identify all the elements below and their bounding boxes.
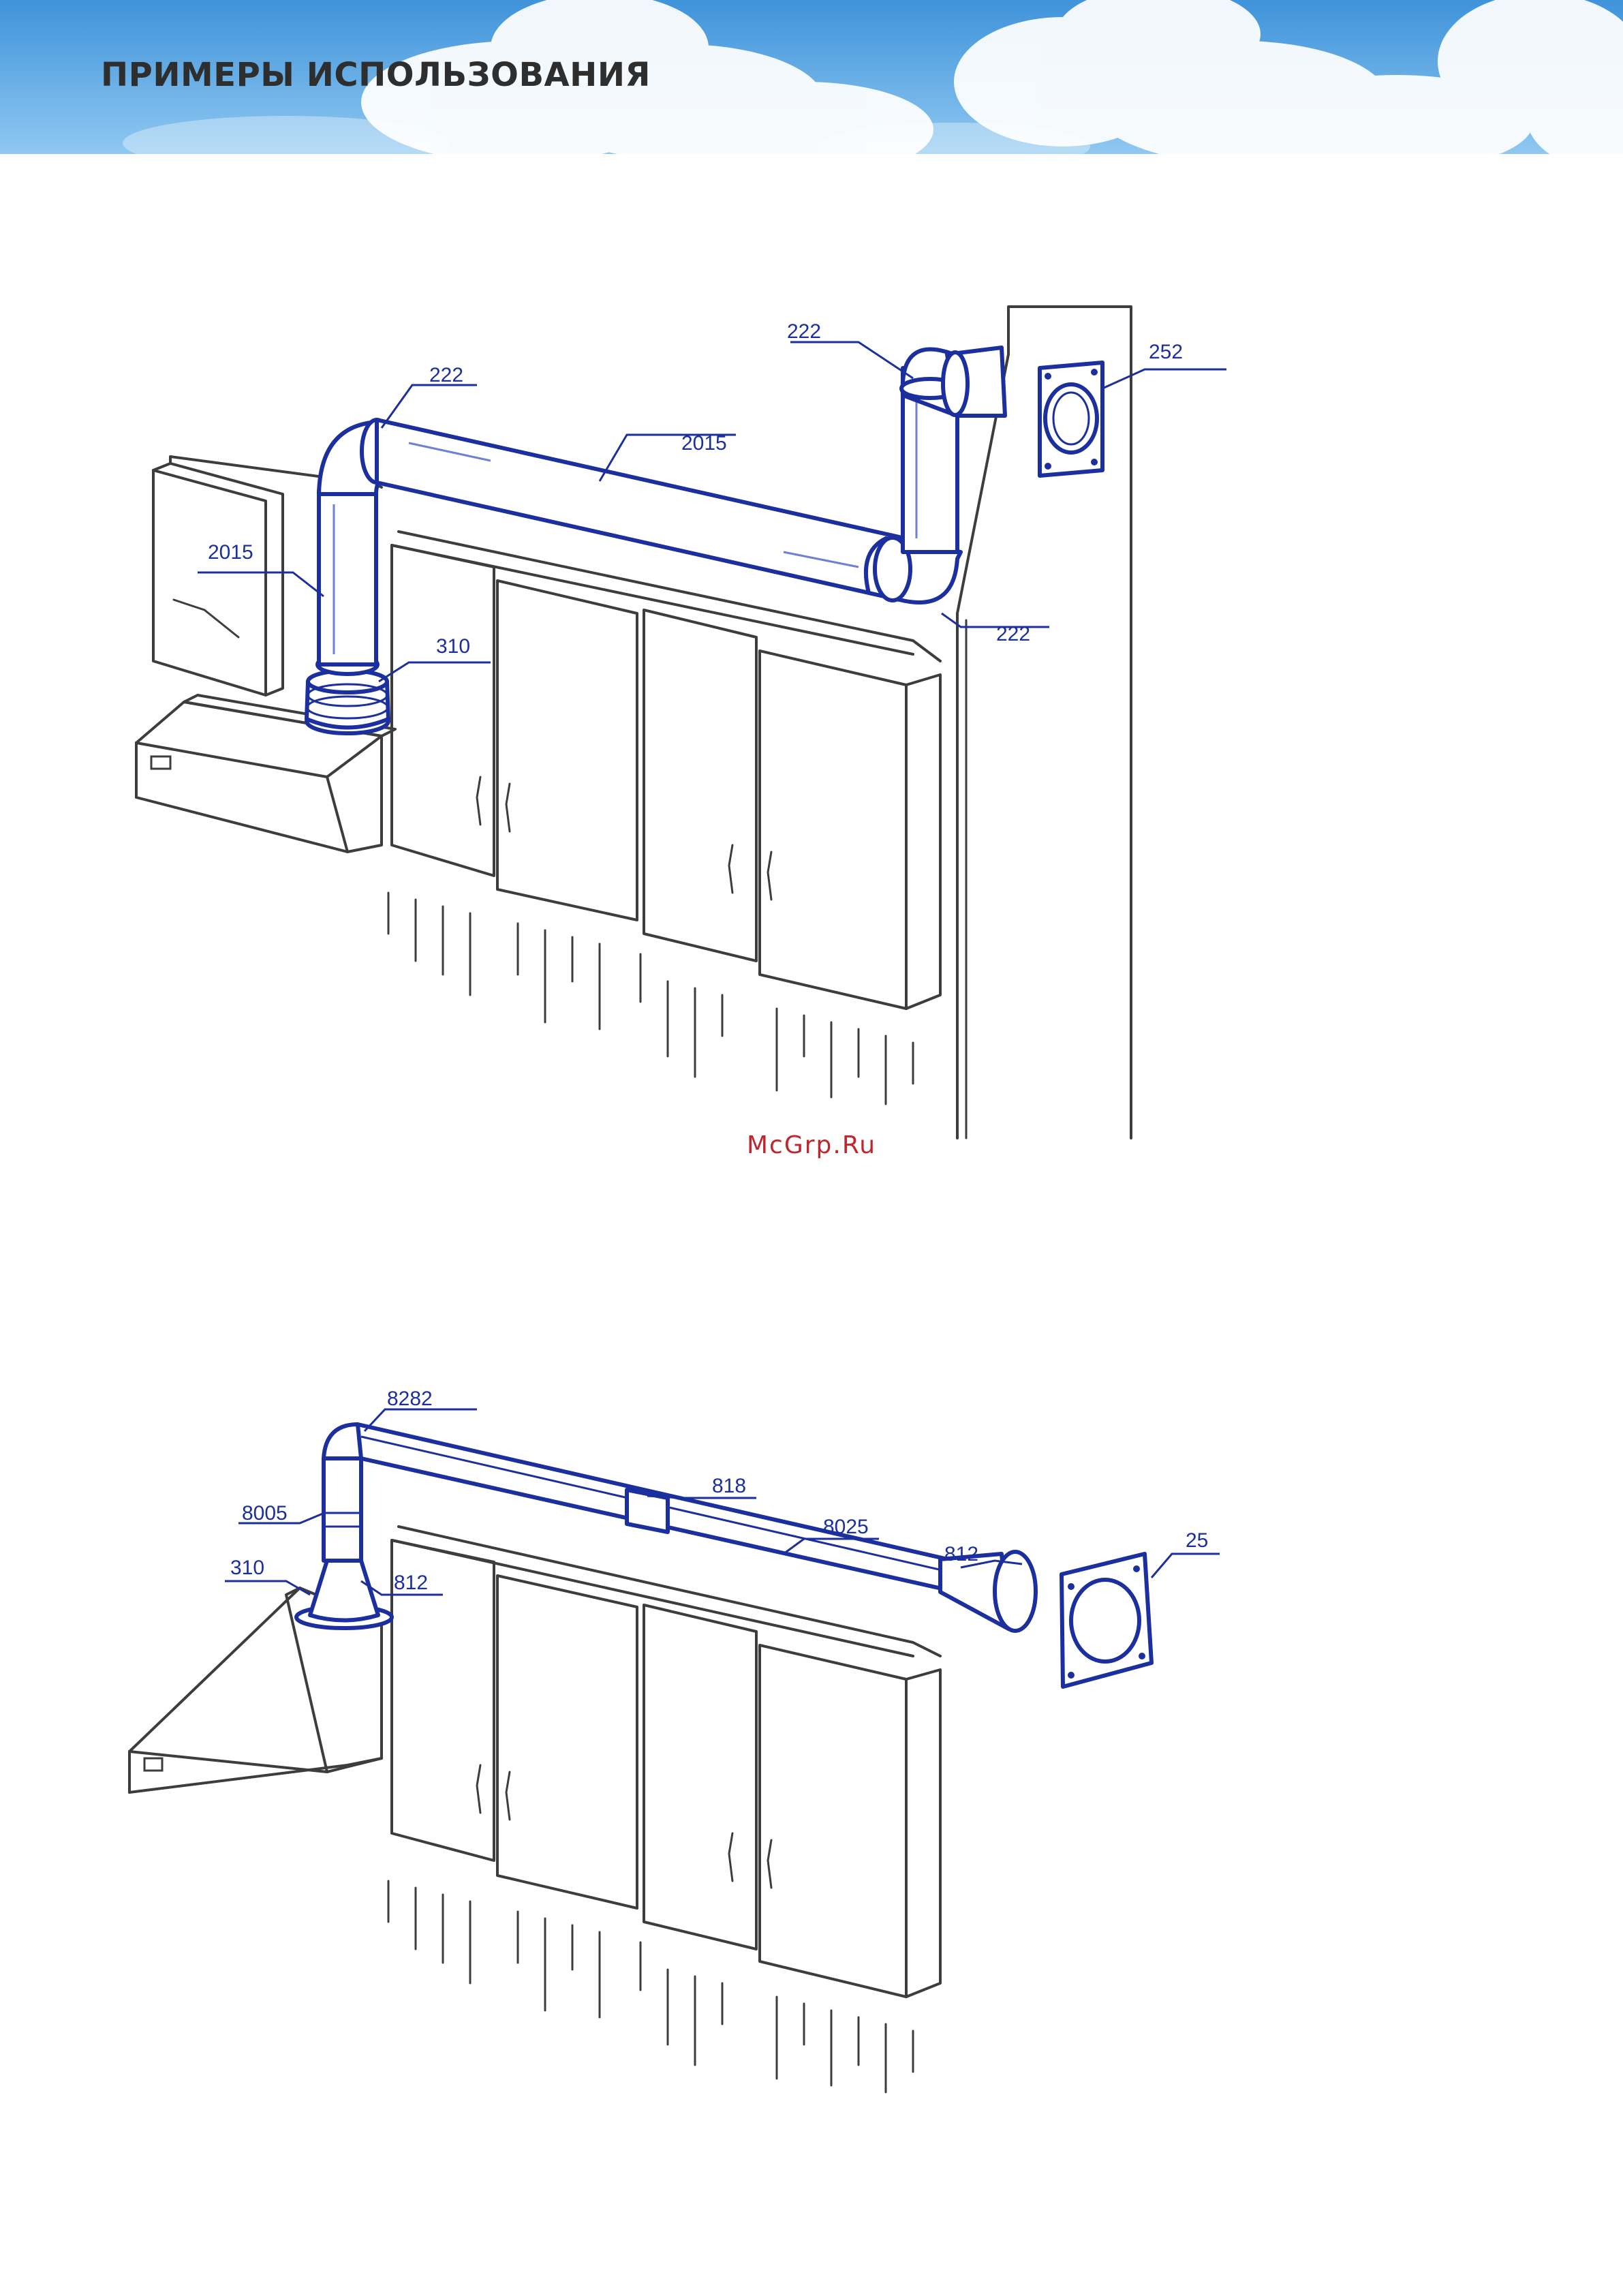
- wall-cabinets: [388, 532, 940, 1104]
- label-horizontal-duct: 8025: [823, 1516, 869, 1538]
- header-banner: ПРИМЕРЫ ИСПОЛЬЗОВАНИЯ: [0, 0, 1623, 154]
- diagram-round-duct-installation: 222 222 222 252 2015 2015 310: [0, 259, 1623, 1159]
- label-adapter: 310: [436, 635, 470, 658]
- label-elbow-top-right: 222: [787, 320, 821, 343]
- round-duct-system: [307, 348, 1005, 733]
- label-connector: 818: [712, 1475, 746, 1497]
- label-elbow: 8282: [387, 1388, 433, 1410]
- label-adapter-right: 812: [944, 1543, 978, 1565]
- label-elbow-bottom-right: 222: [996, 623, 1030, 645]
- wall-cabinets: [388, 1527, 940, 2092]
- wall-plate-25: [1062, 1554, 1151, 1687]
- label-wall-plate: 252: [1149, 341, 1183, 363]
- watermark: McGrp.Ru: [747, 1131, 876, 1159]
- label-elbow-left: 222: [429, 364, 463, 386]
- label-pipe-horizontal: 2015: [681, 432, 727, 455]
- label-pipe-vertical: 2015: [208, 541, 253, 564]
- page-title: ПРИМЕРЫ ИСПОЛЬЗОВАНИЯ: [101, 56, 651, 94]
- wall-plate-252: [1040, 363, 1102, 476]
- label-adapter-left: 812: [394, 1572, 428, 1594]
- label-hood-adapter: 310: [230, 1557, 264, 1579]
- label-wall-plate: 25: [1186, 1529, 1208, 1552]
- diagram-flat-duct-installation: 8282 8005 818 8025 812 25 310 812: [0, 1356, 1623, 2242]
- label-vertical-duct: 8005: [242, 1502, 288, 1525]
